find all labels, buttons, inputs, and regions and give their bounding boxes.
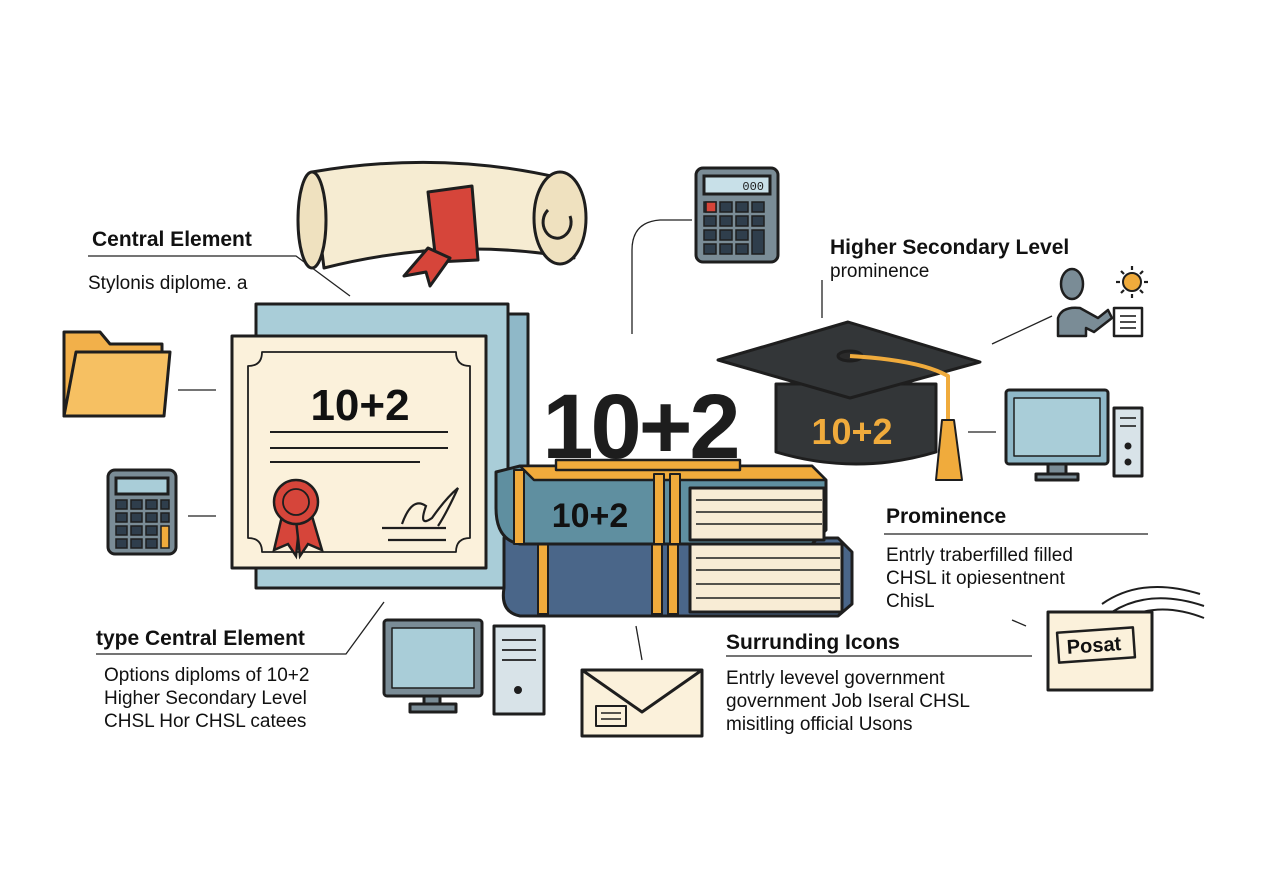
signature-icon [382,487,459,542]
type-central-line-2: Higher Secondary Level [104,688,307,709]
connector-calculator-top [631,219,692,334]
prominence-line-1: Entrly traberfilled filled [886,545,1073,566]
book-number: 10+2 [552,497,629,535]
scroll-icon [296,160,588,288]
computer-icon [382,618,546,716]
central-element-text: Stylonis diplome. a [88,273,248,294]
type-central-line-3: CHSL Hor CHSL catees [104,711,307,732]
connector-teacher [991,315,1053,345]
cap-number: 10+2 [811,411,892,452]
big-number: 10+2 [542,376,737,478]
computer-right-icon [1004,388,1144,482]
book-stack-icon [494,458,854,618]
graduation-cap-icon [716,320,982,481]
connector-lines [88,219,1148,661]
surrounding-line-1: Entrly levevel government [726,668,945,689]
central-element-heading: Central Element [92,228,252,251]
surrounding-line-2: government Job Iseral CHSL [726,691,970,712]
type-central-line-1: Options diploms of 10+2 [104,665,310,686]
envelope-icon [580,668,704,738]
connector-type-central [96,601,385,655]
prominence-line-3: ChisL [886,591,935,612]
calculator-top-icon [694,166,780,264]
higher-secondary-heading: Higher Secondary Level [830,236,1070,259]
surrounding-heading: Surrunding Icons [726,631,900,654]
prominence-heading: Prominence [886,505,1007,528]
surrounding-line-3: misitling official Usons [726,714,913,735]
teacher-icon [1056,267,1144,338]
ribbon-seal-icon [272,478,324,560]
prominence-line-2: CHSL it opiesentnent [886,568,1065,589]
higher-secondary-text: prominence [830,261,930,282]
calculator-display: 000 [742,180,764,194]
folder-icon [62,330,172,418]
calculator-icon [106,468,178,556]
postcard-icon [1046,585,1205,692]
connector-postcard [1011,619,1027,627]
connector-envelope [635,625,643,661]
type-central-heading: type Central Element [96,627,305,650]
connector-central-element [88,255,351,297]
sun-icon [1116,266,1148,298]
certificate-number: 10+2 [310,381,409,430]
stamp-text: Posat [1066,633,1122,659]
